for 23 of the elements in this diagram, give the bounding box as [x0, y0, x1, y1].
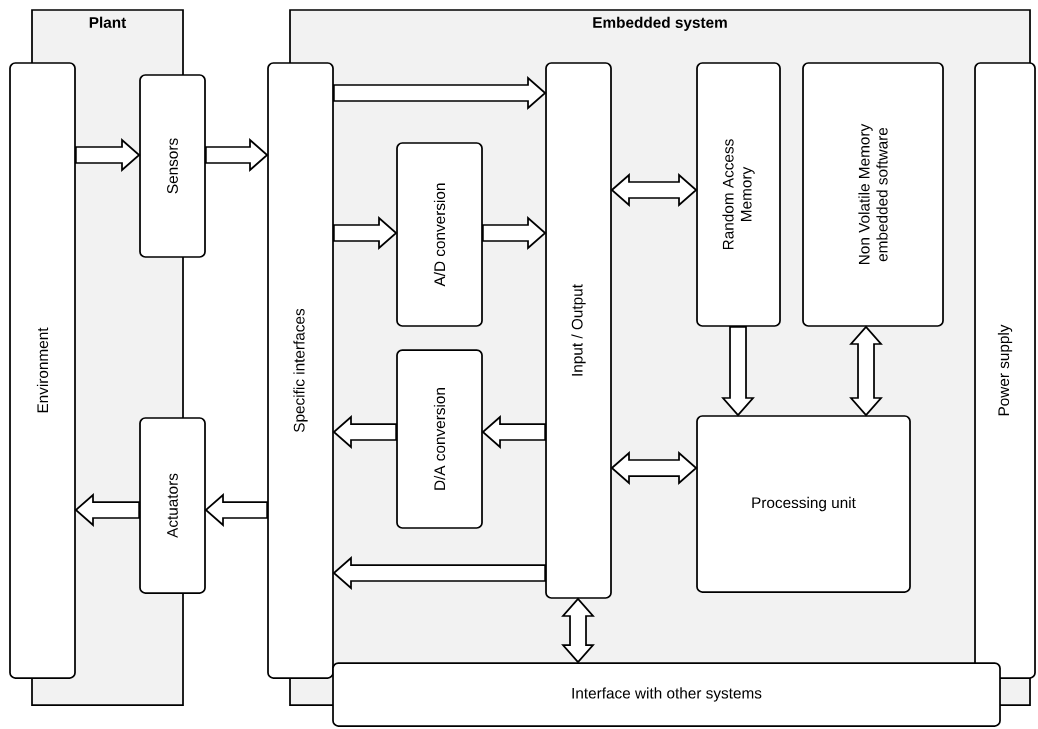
block-arrow: [482, 216, 547, 250]
block-arrow: [74, 493, 140, 527]
block-arrow: [332, 556, 546, 590]
block-arrow: [333, 216, 398, 250]
process-box: Interface with other systems: [332, 662, 1001, 727]
block-arrow: [333, 76, 547, 110]
process-box: Processing unit: [696, 415, 911, 593]
block-arrow: [75, 138, 141, 172]
process-box: Non Volatile Memory embedded software: [802, 62, 944, 327]
process-box: Sensors: [139, 74, 206, 258]
process-box: Input / Output: [545, 62, 612, 599]
block-arrow: [332, 415, 397, 449]
process-box: D/A conversion: [396, 349, 483, 529]
block-arrow: [204, 493, 268, 527]
process-box: Environment: [9, 62, 76, 679]
block-arrow: [481, 415, 546, 449]
block-arrow: [721, 326, 755, 417]
block-arrow: [205, 138, 269, 172]
process-box: Power supply: [974, 62, 1036, 679]
process-box: Specific interfaces: [267, 62, 334, 679]
process-box: Actuators: [139, 417, 206, 594]
process-box: A/D conversion: [396, 142, 483, 327]
process-box: Random Access Memory: [696, 62, 781, 327]
